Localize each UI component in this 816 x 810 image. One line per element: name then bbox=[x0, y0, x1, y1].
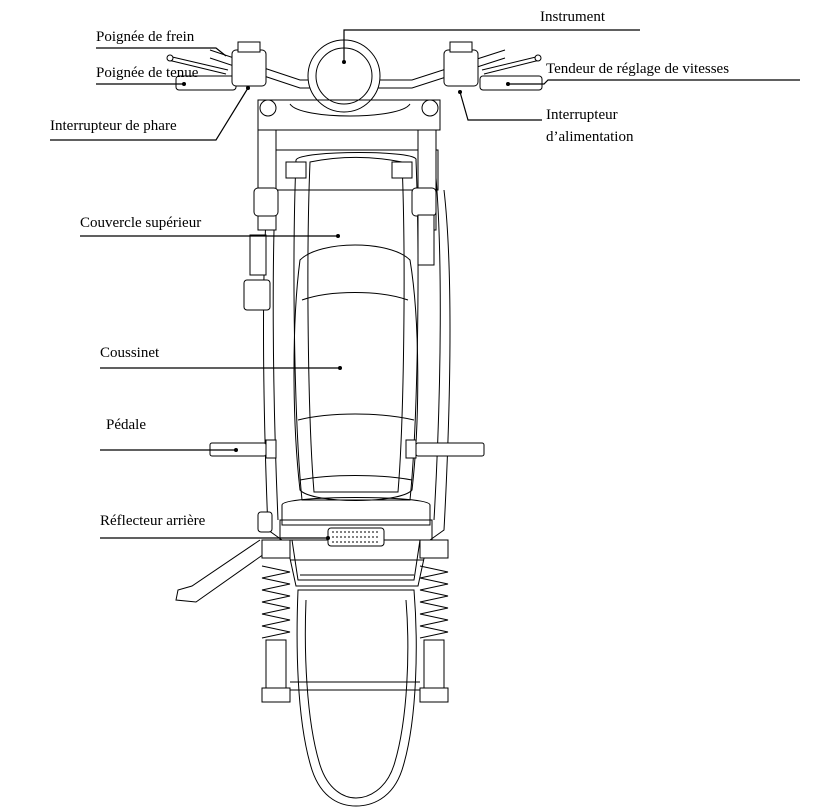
label-rear-reflector: Réflecteur arrière bbox=[100, 513, 206, 529]
front-forks bbox=[253, 129, 437, 266]
pedals bbox=[209, 439, 485, 459]
leader-lines bbox=[50, 29, 800, 540]
label-cushion: Coussinet bbox=[100, 345, 160, 361]
rear-fender bbox=[285, 539, 429, 587]
seat bbox=[293, 244, 419, 501]
label-power-switch-line2: d’alimentation bbox=[546, 129, 634, 145]
side-hardware bbox=[243, 234, 273, 533]
label-pedal: Pédale bbox=[106, 417, 146, 433]
rear-shocks bbox=[261, 539, 449, 703]
label-speed-adjuster: Tendeur de réglage de vitesses bbox=[546, 61, 730, 77]
rear-wheel bbox=[296, 589, 417, 807]
label-instrument: Instrument bbox=[540, 9, 605, 25]
fork-crown bbox=[257, 99, 441, 191]
label-power-switch-line1: Interrupteur bbox=[546, 107, 618, 123]
label-grip-handle: Poignée de tenue bbox=[96, 65, 199, 81]
label-brake-handle: Poignée de frein bbox=[96, 29, 195, 45]
grab-rail bbox=[281, 497, 431, 526]
label-top-cover: Couvercle supérieur bbox=[80, 215, 202, 231]
top-cover-shape bbox=[293, 152, 419, 501]
reflector-plate bbox=[327, 527, 385, 547]
label-headlight-switch: Interrupteur de phare bbox=[50, 118, 177, 134]
kickstand bbox=[175, 539, 265, 603]
